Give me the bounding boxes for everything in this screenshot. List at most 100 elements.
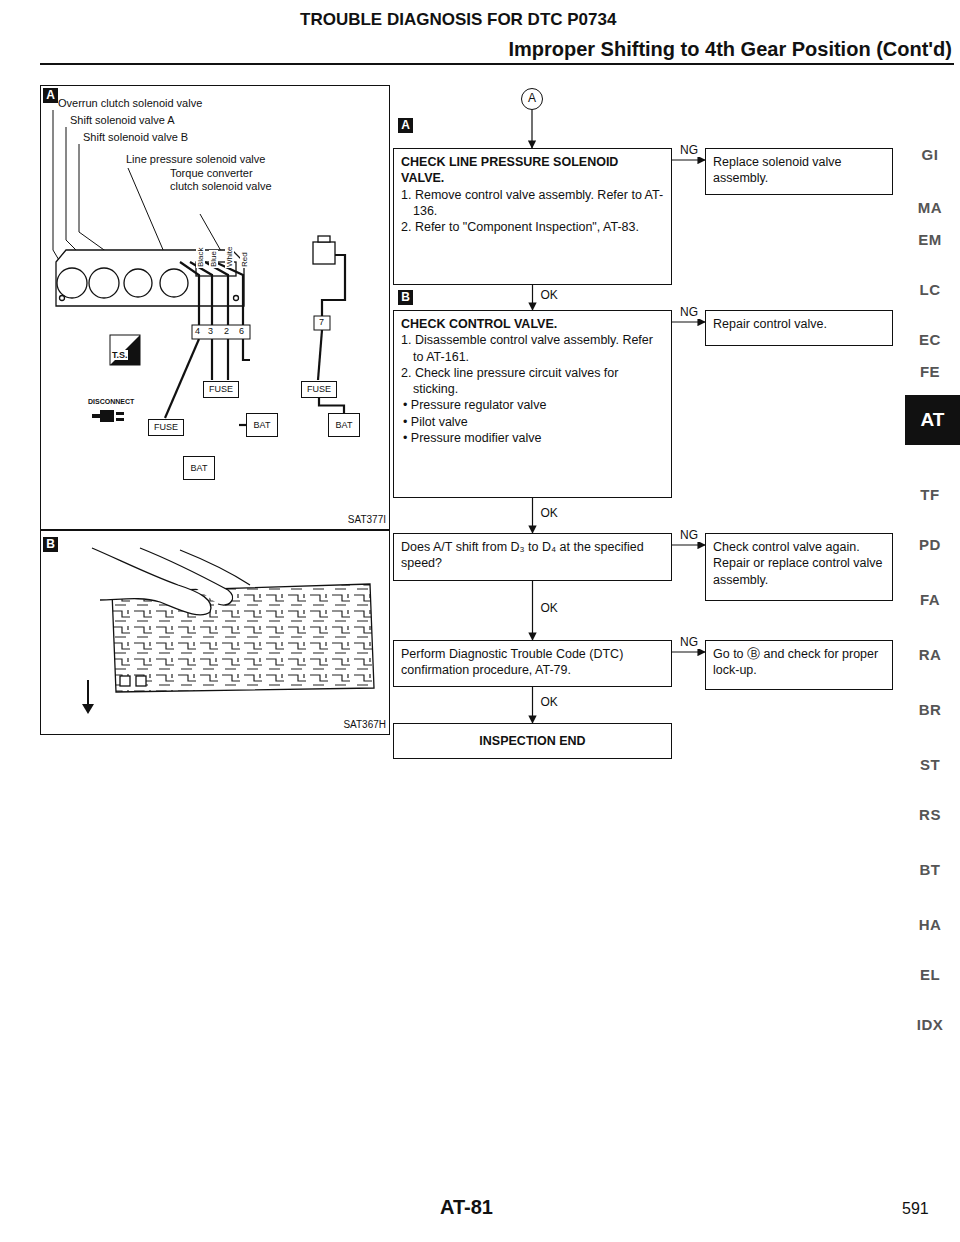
pin-block [192, 325, 250, 339]
pin-number: 3 [208, 326, 213, 336]
battery-box: BAT [183, 456, 215, 480]
section-tab: FA [905, 591, 955, 608]
result-box: Replace solenoid valve assembly. [705, 148, 893, 195]
part-name: Overrun clutch solenoid valve [58, 97, 202, 110]
edge-label: OK [539, 602, 560, 615]
pin-number: 4 [195, 326, 200, 336]
part-name: Torque converter clutch solenoid valve [170, 167, 280, 192]
pin-number: 7 [319, 317, 324, 327]
ts-icon [110, 335, 140, 365]
icon-text: T.S. [112, 350, 128, 360]
flow-arrow [672, 544, 705, 545]
box-text: • Pressure regulator valve [401, 397, 664, 413]
wires [211, 339, 213, 380]
section-tab: BT [905, 861, 955, 878]
hand [180, 550, 250, 585]
flow-arrow [672, 651, 705, 652]
solenoid-plate [56, 250, 244, 306]
box-heading: CHECK LINE PRESSURE SOLENOID VALVE. [401, 154, 664, 187]
page-number: AT-81 [440, 1196, 493, 1219]
step-marker: A [398, 118, 413, 133]
wires [180, 262, 199, 325]
box-text: Repair control valve. [713, 316, 885, 332]
title: TROUBLE DIAGNOSIS FOR DTC P0734 [300, 10, 616, 30]
flow-arrow [532, 285, 533, 310]
section-tab: BR [905, 701, 955, 718]
icon-text: DISCONNECT [88, 398, 134, 406]
wires [243, 339, 250, 360]
edge-label: NG [678, 529, 700, 542]
wires [205, 262, 228, 325]
flow-arrow [532, 498, 533, 533]
solenoid-plate [89, 268, 119, 298]
battery-box: BAT [328, 413, 360, 437]
result-box: Check control valve again. Repair or rep… [705, 533, 893, 601]
down-arrow [82, 704, 94, 714]
flow-arrow [672, 321, 705, 322]
box-text: 2. Refer to "Component Inspection", AT-8… [401, 219, 664, 235]
box-text: A [522, 89, 542, 108]
header-rule [40, 64, 958, 65]
box-text: BAT [250, 416, 274, 434]
section-tab: HA [905, 916, 955, 933]
edge-label: OK [539, 507, 560, 520]
wires [165, 255, 345, 418]
section-tab: IDX [905, 1016, 955, 1033]
section-tab: LC [905, 281, 955, 298]
wire-color: White [225, 246, 234, 268]
box-text: 2. Check line pressure circuit valves fo… [401, 365, 664, 398]
flow-arrow [532, 581, 533, 640]
edge-label: OK [539, 289, 560, 302]
pin-block [314, 316, 330, 330]
wires [318, 330, 322, 380]
box-heading: CHECK CONTROL VALVE. [401, 316, 664, 332]
down-arrow [87, 680, 89, 706]
decision-box: Perform Diagnostic Trouble Code (DTC) co… [393, 640, 672, 687]
edge-label: NG [678, 144, 700, 157]
solenoid-plate [60, 296, 65, 301]
solenoid-plate [124, 269, 152, 297]
torque-converter-solenoid [313, 236, 335, 264]
result-box: Repair control valve. [705, 310, 893, 346]
wire-color: Blue [209, 250, 218, 268]
section-tab: RS [905, 806, 955, 823]
wire-color: Black [196, 246, 205, 268]
torque-converter-solenoid [318, 236, 330, 242]
hand [140, 548, 233, 605]
box-text: Replace solenoid valve assembly. [713, 154, 885, 187]
box-heading: INSPECTION END [401, 733, 664, 749]
leader-lines [53, 110, 66, 272]
disconnect-icon [116, 418, 124, 421]
wires [165, 339, 199, 418]
figure-code: SAT377I [348, 514, 386, 525]
disconnect-icon [116, 412, 124, 415]
section-tab: RA [905, 646, 955, 663]
box-text: Go to Ⓑ and check for proper lock-up. [713, 646, 885, 679]
page-edge-bar [954, 60, 960, 1240]
step-marker: B [398, 290, 413, 305]
wire-color: Red [240, 251, 249, 268]
section-tab: TF [905, 486, 955, 503]
figure-code: SAT367H [343, 719, 386, 730]
header-rule [40, 63, 958, 65]
hand [92, 548, 250, 615]
box-text: Check control valve again. Repair or rep… [713, 539, 885, 588]
solenoid-plate [56, 250, 244, 306]
illustration-panel: SAT367H [40, 530, 390, 735]
edge-label: OK [539, 696, 560, 709]
solenoid-plate [160, 269, 188, 297]
disconnect-icon [92, 414, 100, 418]
page-number: 591 [902, 1200, 929, 1218]
fuse-box: FUSE [203, 381, 239, 398]
box-text: BAT [332, 416, 356, 434]
section-tab: GI [905, 146, 955, 163]
result-box: Go to Ⓑ and check for proper lock-up. [705, 640, 893, 690]
pin-block [192, 316, 330, 339]
down-arrow [82, 680, 94, 714]
solenoid-plate [234, 296, 239, 301]
section-tab: EL [905, 966, 955, 983]
pin-number: 6 [239, 326, 244, 336]
part-name: Shift solenoid valve B [83, 131, 188, 144]
disconnect-icon [100, 410, 114, 422]
section-tab: EC [905, 331, 955, 348]
